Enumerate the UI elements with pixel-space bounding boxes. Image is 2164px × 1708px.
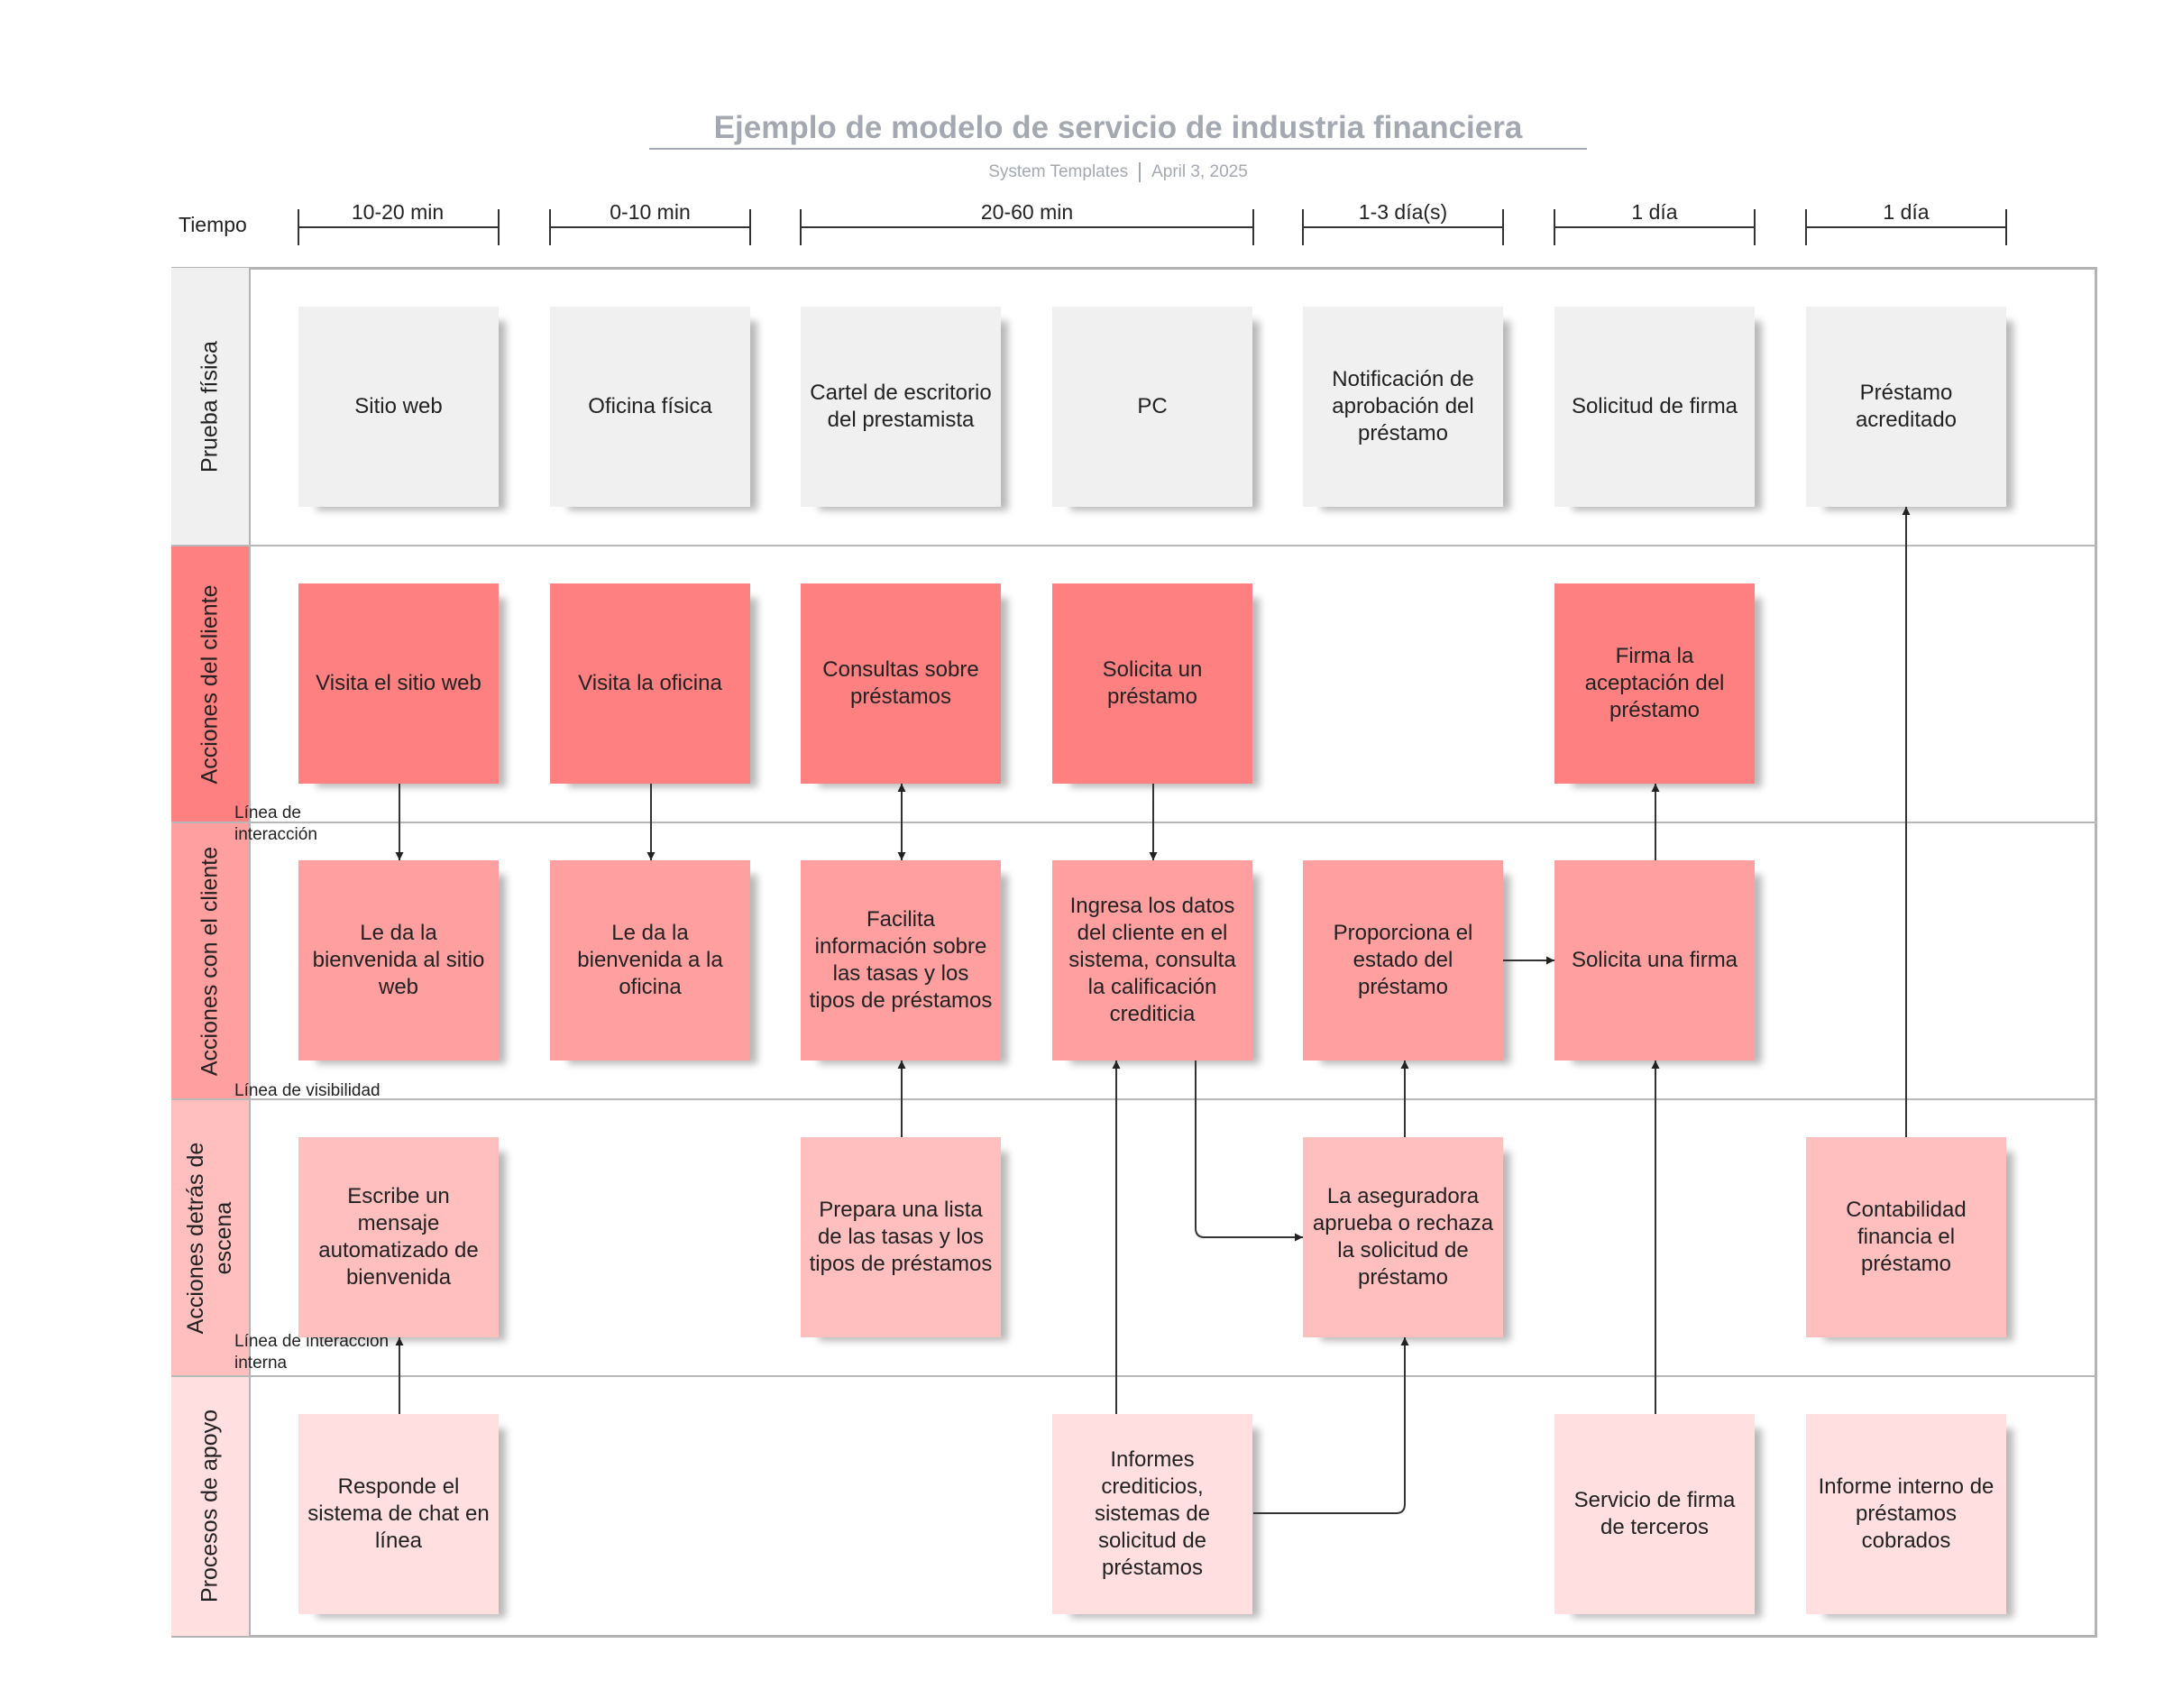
card-customer-apply-loan[interactable]: Solicita un préstamo: [1052, 583, 1252, 784]
subtitle-divider: [1139, 162, 1142, 182]
card-onstage-welcome-web[interactable]: Le da la bienvenida al sitio web: [298, 860, 499, 1061]
card-physical-website[interactable]: Sitio web: [298, 307, 499, 507]
card-physical-loan-credited[interactable]: Préstamo acreditado: [1806, 307, 2006, 507]
card-backstage-auto-message[interactable]: Escribe un mensaje automatizado de bienv…: [298, 1137, 499, 1337]
lane-header-customer: Acciones del cliente: [171, 546, 251, 822]
source-label: System Templates: [988, 162, 1129, 182]
time-segment-6: 1 día: [1883, 200, 1930, 224]
card-physical-signature-request[interactable]: Solicitud de firma: [1554, 307, 1755, 507]
lane-header-support: Procesos de apoyo: [171, 1376, 251, 1636]
card-customer-visit-office[interactable]: Visita la oficina: [550, 583, 750, 784]
line-of-interaction-label: Línea de interacción: [234, 803, 317, 844]
date-label: April 3, 2025: [1151, 162, 1248, 182]
card-onstage-enter-data[interactable]: Ingresa los datos del cliente en el sist…: [1052, 860, 1252, 1061]
time-segment-5: 1 día: [1631, 200, 1678, 224]
lane-divider: [171, 822, 2097, 823]
card-backstage-accounting[interactable]: Contabilidad financia el préstamo: [1806, 1137, 2006, 1337]
card-physical-office[interactable]: Oficina física: [550, 307, 750, 507]
lane-label-support: Procesos de apoyo: [197, 1409, 223, 1603]
card-onstage-request-signature[interactable]: Solicita una firma: [1554, 860, 1755, 1061]
time-segment-3: 20-60 min: [980, 200, 1074, 224]
card-backstage-prepare-list[interactable]: Prepara una lista de las tasas y los tip…: [801, 1137, 1001, 1337]
card-support-third-party-sign[interactable]: Servicio de firma de terceros: [1554, 1414, 1755, 1614]
lane-label-customer: Acciones del cliente: [197, 584, 223, 784]
line-of-internal-interaction-label: Línea de interacción interna: [234, 1332, 390, 1373]
lane-header-backstage: Acciones detrás de escena: [171, 1099, 251, 1376]
card-physical-approval-notice[interactable]: Notificación de aprobación del préstamo: [1303, 307, 1503, 507]
card-customer-loan-queries[interactable]: Consultas sobre préstamos: [801, 583, 1001, 784]
card-onstage-welcome-office[interactable]: Le da la bienvenida a la oficina: [550, 860, 750, 1061]
lane-label-onstage: Acciones con el cliente: [197, 846, 223, 1076]
card-onstage-provide-info[interactable]: Facilita información sobre las tasas y l…: [801, 860, 1001, 1061]
lane-divider: [171, 545, 2097, 546]
subtitle: System Templates April 3, 2025: [649, 162, 1587, 182]
lane-header-onstage: Acciones con el cliente: [171, 822, 251, 1099]
time-label: Tiempo: [179, 213, 247, 236]
line-of-visibility-label: Línea de visibilidad: [234, 1081, 381, 1100]
lane-header-physical: Prueba física: [171, 268, 251, 546]
lane-divider: [171, 1098, 2097, 1100]
lane-divider: [171, 1375, 2097, 1377]
lane-label-physical: Prueba física: [197, 341, 223, 473]
card-onstage-provide-status[interactable]: Proporciona el estado del préstamo: [1303, 860, 1503, 1061]
time-segment-1: 10-20 min: [351, 200, 445, 224]
card-physical-pc[interactable]: PC: [1052, 307, 1252, 507]
card-support-chat[interactable]: Responde el sistema de chat en línea: [298, 1414, 499, 1614]
card-customer-sign-acceptance[interactable]: Firma la aceptación del préstamo: [1554, 583, 1755, 784]
card-support-internal-report[interactable]: Informe interno de préstamos cobrados: [1806, 1414, 2006, 1614]
card-backstage-insurer-decision[interactable]: La aseguradora aprueba o rechaza la soli…: [1303, 1137, 1503, 1337]
time-segment-2: 0-10 min: [610, 200, 691, 224]
card-support-credit-reports[interactable]: Informes crediticios, sistemas de solici…: [1052, 1414, 1252, 1614]
card-physical-desk-sign[interactable]: Cartel de escritorio del prestamista: [801, 307, 1001, 507]
time-segment-4: 1-3 día(s): [1358, 200, 1448, 224]
lane-label-backstage: Acciones detrás de escena: [182, 1142, 236, 1334]
page-title: Ejemplo de modelo de servicio de industr…: [649, 110, 1587, 150]
card-customer-visit-web[interactable]: Visita el sitio web: [298, 583, 499, 784]
